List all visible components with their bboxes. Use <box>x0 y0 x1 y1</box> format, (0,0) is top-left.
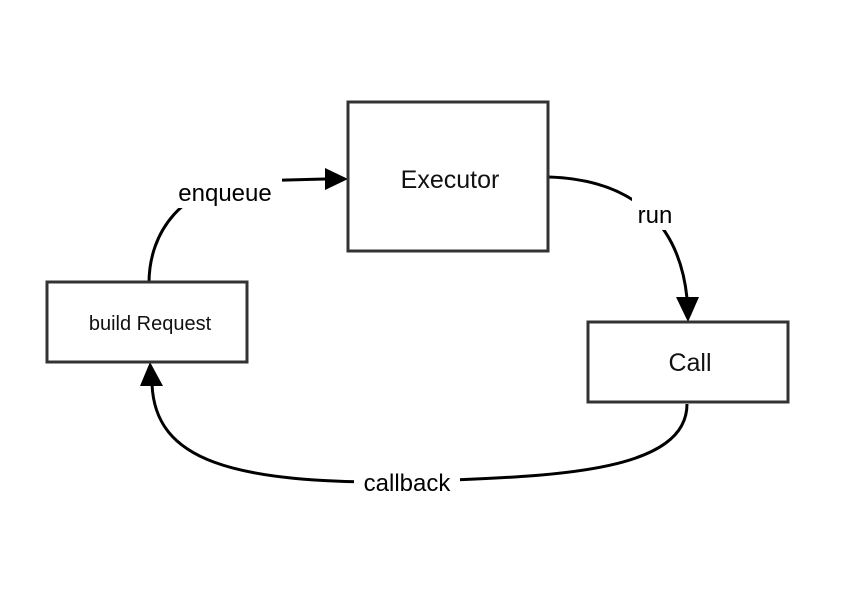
run-line <box>548 175 689 299</box>
callback-label: callback <box>364 470 452 497</box>
build-request-label: build Request <box>89 313 212 335</box>
build-request-box: build Request <box>45 280 249 364</box>
run-label-group: run <box>632 198 678 230</box>
enqueue-arrowhead <box>325 168 348 190</box>
run-arrowhead <box>676 297 699 322</box>
executor-box: Executor <box>346 100 550 253</box>
enqueue-label: enqueue <box>178 180 271 207</box>
call-label: Call <box>668 349 711 377</box>
callback-arrowhead <box>140 362 163 386</box>
enqueue-label-group: enqueue <box>168 176 282 208</box>
call-box: Call <box>586 320 790 404</box>
run-label: run <box>638 202 673 229</box>
executor-label: Executor <box>401 166 500 194</box>
callback-label-group: callback <box>354 466 460 498</box>
